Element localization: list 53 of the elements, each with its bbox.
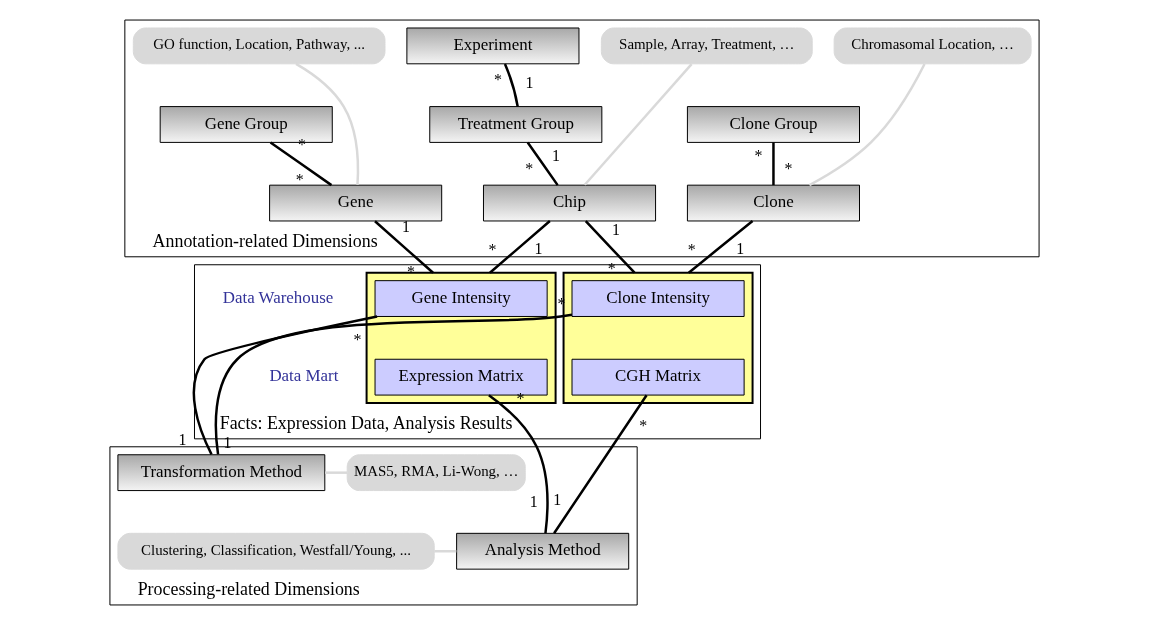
connector [687, 220, 754, 274]
connector [325, 471, 348, 474]
node-box: Gene Intensity [374, 280, 548, 317]
connector [583, 63, 693, 186]
node-box: Treatment Group [429, 106, 603, 143]
label: 1 [178, 431, 187, 449]
node-box: Transformation Method [117, 454, 326, 492]
node-box: Clustering, Classification, Westfall/Young, ... [117, 532, 435, 570]
label: * [488, 240, 497, 258]
node-box: Clone Group [686, 106, 860, 143]
node-box: Clone [686, 184, 860, 222]
connector [269, 141, 333, 187]
connector [772, 142, 775, 186]
connector [526, 141, 559, 186]
node-box: GO function, Location, Pathway, ... [132, 27, 386, 65]
connector [584, 220, 636, 274]
label: * [406, 262, 415, 280]
connector [434, 550, 457, 553]
connector [553, 394, 648, 534]
connector [295, 62, 360, 185]
label: * [493, 71, 502, 89]
node-box: Analysis Method [456, 532, 630, 570]
label: * [525, 160, 534, 178]
label: 1 [552, 146, 561, 164]
node-box: Chip [483, 184, 657, 222]
node-box: Clone Intensity [571, 280, 745, 317]
label: 1 [529, 493, 538, 511]
node-box: CGH Matrix [571, 358, 745, 396]
connector [214, 313, 573, 455]
connector [489, 220, 551, 274]
connector [488, 394, 549, 534]
label: * [784, 160, 793, 178]
node-box: MAS5, RMA, Li-Wong, … [346, 454, 526, 492]
connector [374, 220, 434, 274]
label: 1 [611, 221, 620, 239]
node-box: Sample, Array, Treatment, … [600, 27, 813, 65]
connector [503, 63, 519, 107]
label: 1 [553, 491, 562, 509]
cluster [365, 271, 557, 405]
label: * [754, 146, 763, 164]
label: Data Warehouse [222, 287, 334, 307]
label: 1 [525, 73, 534, 91]
label: Data Mart [269, 366, 339, 386]
label: 1 [736, 240, 745, 258]
label: * [639, 416, 648, 434]
connector [192, 315, 378, 455]
node-box: Chromasomal Location, … [833, 27, 1032, 65]
label: * [353, 331, 362, 349]
label: * [687, 240, 696, 258]
connector [808, 63, 926, 187]
label: 1 [534, 240, 543, 258]
node-box: Experiment [406, 27, 580, 65]
node-box: Gene [269, 184, 443, 222]
